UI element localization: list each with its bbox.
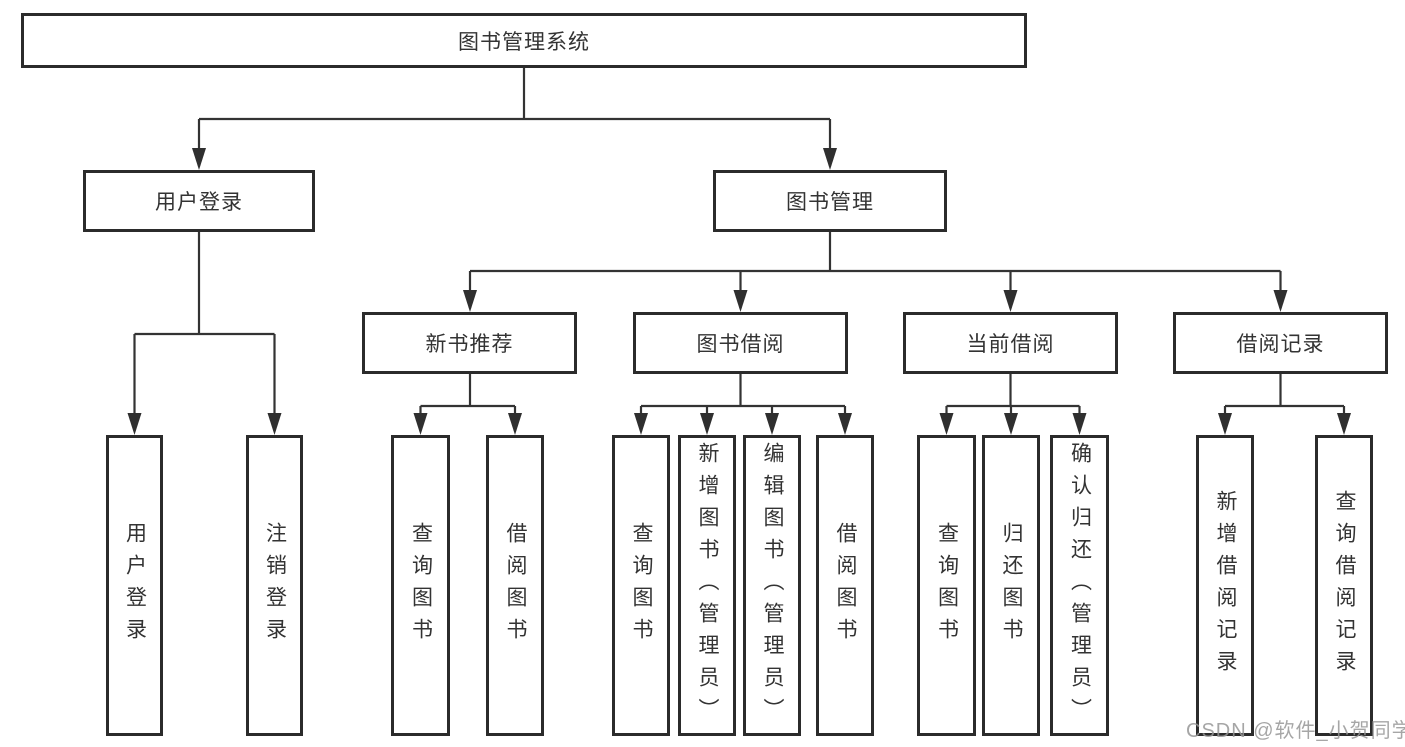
leaf-query-books-current: 查询图书 [917,435,976,736]
node-root-label: 图书管理系统 [458,30,590,54]
leaf-logout: 注销登录 [246,435,303,736]
node-user-login-label: 用户登录 [155,191,243,214]
leaf-label: 查询图书 [630,521,654,650]
node-user-login: 用户登录 [83,170,315,232]
leaf-label: 查询图书 [935,521,959,650]
leaf-label: 编辑图书（管理员） [761,441,785,730]
leaf-query-books-borrowing: 查询图书 [612,435,670,736]
leaf-borrow-books-recommend: 借阅图书 [486,435,544,736]
node-current-borrowing-label: 当前借阅 [966,333,1055,356]
leaf-label: 归还图书 [1000,521,1024,650]
leaf-label: 用户登录 [123,521,147,650]
arrowheads [127,148,1351,435]
leaf-query-books-recommend: 查询图书 [391,435,450,736]
node-current-borrowing: 当前借阅 [903,312,1118,374]
node-book-borrowing: 图书借阅 [633,312,848,374]
leaf-label: 查询图书 [409,521,433,650]
leaf-query-borrow-record: 查询借阅记录 [1315,435,1373,736]
leaf-label: 确认归还（管理员） [1068,441,1092,730]
leaf-label: 新增借阅记录 [1214,489,1238,682]
leaf-return-books: 归还图书 [982,435,1040,736]
leaf-edit-books-admin: 编辑图书（管理员） [743,435,801,736]
csdn-watermark: CSDN @软件_小贺同学 [1186,720,1405,742]
node-borrowing-records: 借阅记录 [1173,312,1388,374]
leaf-add-books-admin: 新增图书（管理员） [678,435,736,736]
node-new-book-recommend: 新书推荐 [362,312,577,374]
leaf-user-login: 用户登录 [106,435,163,736]
node-borrowing-records-label: 借阅记录 [1236,333,1325,356]
node-book-management-label: 图书管理 [786,191,874,214]
node-book-borrowing-label: 图书借阅 [696,333,785,356]
leaf-label: 新增图书（管理员） [696,441,720,730]
leaf-label: 借阅图书 [504,521,528,650]
node-root: 图书管理系统 [21,13,1027,68]
leaf-confirm-return-admin: 确认归还（管理员） [1050,435,1109,736]
leaf-add-borrow-record: 新增借阅记录 [1196,435,1254,736]
node-new-book-recommend-label: 新书推荐 [425,333,514,356]
node-book-management: 图书管理 [713,170,947,232]
leaf-label: 查询借阅记录 [1333,489,1357,682]
leaf-borrow-books: 借阅图书 [816,435,874,736]
leaf-label: 借阅图书 [834,521,858,650]
leaf-label: 注销登录 [263,521,287,650]
